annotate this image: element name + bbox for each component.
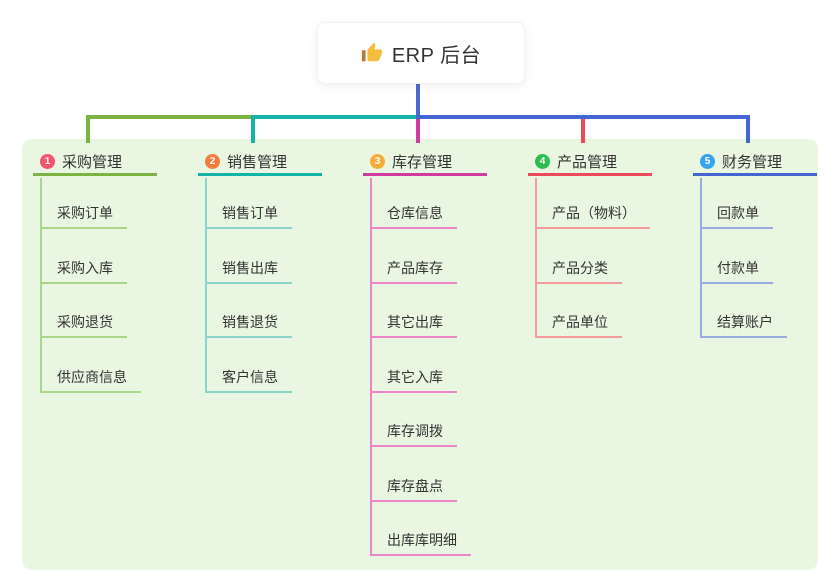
branch-5-item-3[interactable]: 结算账户 bbox=[700, 308, 787, 338]
branch-drop-line bbox=[416, 119, 420, 143]
branch-number-badge: 2 bbox=[205, 153, 220, 169]
branch-tree-line bbox=[700, 178, 702, 338]
branch-number-badge: 5 bbox=[700, 153, 715, 169]
root-node[interactable]: ERP 后台 bbox=[317, 22, 525, 84]
connector-bar-segment-2 bbox=[251, 115, 416, 119]
branch-drop-line bbox=[251, 119, 255, 143]
branch-drop-line bbox=[746, 119, 750, 143]
branch-tree-line bbox=[40, 178, 42, 393]
branch-drop-line bbox=[581, 119, 585, 143]
connector-bar-segment-3 bbox=[416, 115, 750, 119]
branches-panel-background bbox=[22, 139, 818, 570]
thumbs-up-icon bbox=[361, 42, 383, 64]
branch-1-label: 采购管理 bbox=[62, 153, 123, 171]
branch-2-item-2[interactable]: 销售出库 bbox=[205, 254, 292, 284]
branch-number-badge: 1 bbox=[40, 153, 55, 169]
branch-4-item-3[interactable]: 产品单位 bbox=[535, 308, 622, 338]
branch-3-item-1[interactable]: 仓库信息 bbox=[370, 199, 457, 229]
root-title: ERP 后台 bbox=[391, 44, 482, 67]
branch-5-label: 财务管理 bbox=[722, 153, 783, 171]
branch-drop-line bbox=[86, 119, 90, 143]
branch-2-header[interactable]: 2 销售管理 bbox=[198, 149, 322, 176]
branch-3-label: 库存管理 bbox=[392, 153, 453, 171]
branch-3-item-2[interactable]: 产品库存 bbox=[370, 254, 457, 284]
branch-2-item-1[interactable]: 销售订单 bbox=[205, 199, 292, 229]
branch-1-header[interactable]: 1 采购管理 bbox=[33, 149, 157, 176]
branch-tree-line bbox=[205, 178, 207, 393]
branch-4-header[interactable]: 4 产品管理 bbox=[528, 149, 652, 176]
branch-5-item-2[interactable]: 付款单 bbox=[700, 254, 773, 284]
root-connector-line bbox=[416, 82, 420, 115]
branch-3-item-7[interactable]: 出库库明细 bbox=[370, 526, 471, 556]
branch-tree-line bbox=[535, 178, 537, 338]
branch-2-item-4[interactable]: 客户信息 bbox=[205, 363, 292, 393]
branch-5-item-1[interactable]: 回款单 bbox=[700, 199, 773, 229]
branch-number-badge: 3 bbox=[370, 153, 385, 169]
branch-2-label: 销售管理 bbox=[227, 153, 288, 171]
branch-1-item-2[interactable]: 采购入库 bbox=[40, 254, 127, 284]
branch-4-item-1[interactable]: 产品（物料） bbox=[535, 199, 650, 229]
branch-4-item-2[interactable]: 产品分类 bbox=[535, 254, 622, 284]
branch-3-item-6[interactable]: 库存盘点 bbox=[370, 472, 457, 502]
branch-4-label: 产品管理 bbox=[557, 153, 618, 171]
branch-5-header[interactable]: 5 财务管理 bbox=[693, 149, 817, 176]
branch-3-item-5[interactable]: 库存调拨 bbox=[370, 417, 457, 447]
branch-3-header[interactable]: 3 库存管理 bbox=[363, 149, 487, 176]
branch-2-item-3[interactable]: 销售退货 bbox=[205, 308, 292, 338]
branch-1-item-4[interactable]: 供应商信息 bbox=[40, 363, 141, 393]
branch-tree-line bbox=[370, 178, 372, 556]
branch-1-item-3[interactable]: 采购退货 bbox=[40, 308, 127, 338]
branch-number-badge: 4 bbox=[535, 153, 550, 169]
branch-3-item-3[interactable]: 其它出库 bbox=[370, 308, 457, 338]
connector-bar-segment-1 bbox=[86, 115, 251, 119]
branch-3-item-4[interactable]: 其它入库 bbox=[370, 363, 457, 393]
branch-1-item-1[interactable]: 采购订单 bbox=[40, 199, 127, 229]
